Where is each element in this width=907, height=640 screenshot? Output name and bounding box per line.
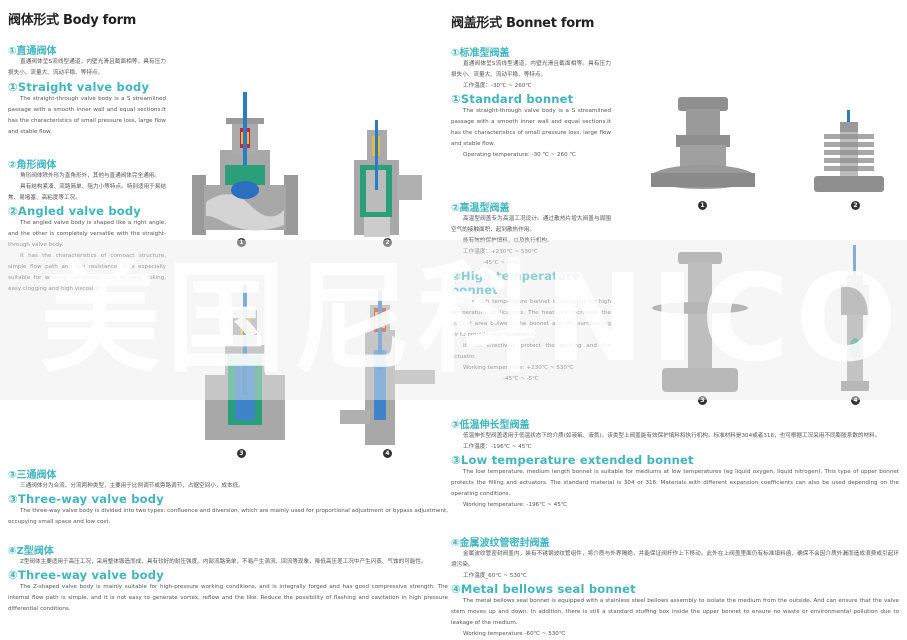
section-text-cn: 具有结构紧凑、流路简单、阻力小等特点。特别适用于易结焦、易堵塞、高粘度等工况。 bbox=[8, 184, 166, 201]
figure-number: 2 bbox=[851, 201, 860, 210]
section-heading-cn: ①直通阀体 bbox=[8, 46, 57, 57]
standard-bonnet-section: ①标准型阀盖 直通阀体呈S流线型通道，内壁光滑且截面相等。具有压力损失小、流量大… bbox=[451, 44, 611, 161]
section-text-cn: 角形阀体除外形为直角形外，其他与直通阀体完全通用。 bbox=[20, 173, 160, 179]
section-heading-en: ④Metal bellows seal bonnet bbox=[451, 582, 636, 596]
section-heading-cn: ②高温型阀盖 bbox=[451, 203, 510, 214]
high-temp-bonnet-figure bbox=[814, 110, 884, 192]
section-text-cn: 直通阀体呈S流线型通道，内壁光滑且截面相等。具有压力损失小、流量大、流动平稳、等… bbox=[451, 61, 611, 78]
section-heading-cn: ①标准型阀盖 bbox=[451, 48, 510, 59]
temperature-en: Operating temperature: -30 ℃ ~ 260 ℃ bbox=[463, 152, 576, 158]
metal-bellows-bonnet-figure bbox=[841, 245, 869, 391]
figure-number: 1 bbox=[698, 201, 707, 210]
figure-number: 4 bbox=[383, 449, 392, 458]
angled-valve-section: ②角形阀体 角形阀体除外形为直角形外，其他与直通阀体完全通用。 具有结构紧凑、流… bbox=[8, 156, 166, 295]
bonnet-form-title: 阀盖形式 Bonnet form bbox=[451, 16, 595, 31]
temperature-en: Working temperature -60℃ ~ 530℃ bbox=[463, 631, 566, 637]
straight-valve-section: ①直通阀体 直通阀体呈S流线型通道，内壁光滑且截面相等。具有压力损失小、流量大、… bbox=[8, 42, 166, 138]
section-text-en: The Z-shaped valve body is mainly suitab… bbox=[8, 584, 448, 612]
section-text-en: The low temperature, medium length bonne… bbox=[451, 469, 899, 497]
three-way-valve-section: ③三通阀体 三通阀体分为合流、分流两种类型，主要用于比例调节或旁路调节，占据空间… bbox=[8, 466, 448, 528]
section-heading-cn: ②角形阀体 bbox=[8, 160, 57, 171]
section-heading-en: ①Standard bonnet bbox=[451, 92, 574, 106]
section-heading-en: ②Angled valve body bbox=[8, 204, 141, 218]
figure-number: 1 bbox=[237, 238, 246, 247]
section-heading-cn: ③低温伸长型阀盖 bbox=[451, 420, 530, 431]
section-text-en: The angled valve body is shaped like a r… bbox=[8, 220, 166, 248]
figure-number: 3 bbox=[698, 396, 707, 405]
temperature-cn: -45℃ ~ -5℃ bbox=[483, 260, 519, 266]
figure-number: 2 bbox=[383, 238, 392, 247]
angled-valve-figure bbox=[354, 120, 422, 237]
section-heading-cn: ④金属波纹管密封阀盖 bbox=[451, 538, 550, 549]
temperature-en: Working temperature: +230℃ ~ 530℃ bbox=[463, 365, 574, 371]
section-text-en: The metal bellows seal bonnet is equippe… bbox=[451, 598, 899, 626]
temperature-cn: 工作温度：-30℃ ~ 260℃ bbox=[463, 83, 532, 89]
z-valve-figure bbox=[340, 290, 435, 445]
temperature-cn: 工作温度：+230℃ ~ 530℃ bbox=[463, 249, 538, 255]
low-temp-bonnet-figure bbox=[652, 252, 748, 392]
z-valve-section: ④Z型阀体 Z型阀体主要适用于高压工况，采用整体锻造而成，具有较好的耐压强度。内… bbox=[8, 542, 448, 615]
temperature-cn: 工作温度_60℃ ~ 530℃ bbox=[463, 573, 527, 579]
temperature-en: -45℃ ~ -5℃ bbox=[503, 376, 539, 382]
section-heading-cn: ④Z型阀体 bbox=[8, 546, 54, 557]
section-text-cn: 直通阀体呈S流线型通道，内壁光滑且截面相等。具有压力损失小、流量大、流动平稳、等… bbox=[8, 59, 166, 76]
section-text-cn: 三通阀体分为合流、分流两种类型，主要用于比例调节或旁路调节，占据空间小，成本低。 bbox=[20, 483, 244, 489]
section-text-en: The straight-through valve body is a S s… bbox=[451, 108, 611, 147]
straight-valve-figure bbox=[192, 92, 298, 235]
section-text-en: This high temperature bonnet is designed… bbox=[451, 299, 611, 338]
figure-number: 4 bbox=[851, 396, 860, 405]
three-way-valve-figure bbox=[205, 285, 285, 440]
standard-bonnet-figure bbox=[651, 97, 755, 189]
body-form-title: 阀体形式 Body form bbox=[8, 13, 137, 28]
section-heading-en: ②High temperature bonnet bbox=[451, 269, 581, 297]
section-heading-en: ①Straight valve body bbox=[8, 80, 150, 94]
section-text-en: It can effectively protect the packing a… bbox=[451, 343, 611, 360]
section-heading-cn: ③三通阀体 bbox=[8, 470, 57, 481]
section-text-cn: 高温型阀盖专为高温工况设计。通过散热片增大阀盖与周围空气的接触面积，起到散热作用… bbox=[451, 216, 611, 233]
section-heading-en: ④Three-way valve body bbox=[8, 568, 164, 582]
section-text-cn: 能有效的保护填料，以及执行机构。 bbox=[463, 238, 553, 244]
low-temp-bonnet-section: ③低温伸长型阀盖 低温伸长型阀盖适用于低温状态下的介质(如液氧、液氮)。该类型上… bbox=[451, 416, 899, 511]
temperature-en: Working temperature: -196℃ ~ 45℃ bbox=[463, 502, 568, 508]
section-text-cn: 金属波纹管密封阀盖内，装有不锈钢波纹管组件，将介质与外界隔绝，并能保证阀杆作上下… bbox=[451, 551, 899, 568]
section-heading-en: ③Low temperature extended bonnet bbox=[451, 453, 694, 467]
metal-bellows-bonnet-section: ④金属波纹管密封阀盖 金属波纹管密封阀盖内，装有不锈钢波纹管组件，将介质与外界隔… bbox=[451, 534, 899, 640]
temperature-cn: 工作温度：-196℃ ~ 45℃ bbox=[463, 444, 532, 450]
figure-number: 3 bbox=[237, 449, 246, 458]
section-heading-en: ③Three-way valve body bbox=[8, 492, 164, 506]
high-temp-bonnet-section: ②高温型阀盖 高温型阀盖专为高温工况设计。通过散热片增大阀盖与周围空气的接触面积… bbox=[451, 199, 611, 385]
section-text-cn: 低温伸长型阀盖适用于低温状态下的介质(如液氧、液氮)。该类型上阀盖能有效保护填料… bbox=[463, 433, 881, 439]
section-text-en: It has the characteristics of compact st… bbox=[8, 253, 166, 292]
section-text-en: The straight-through valve body is a S s… bbox=[8, 96, 166, 135]
section-text-en: The three-way valve body is divided into… bbox=[8, 508, 448, 525]
section-text-cn: Z型阀体主要适用于高压工况，采用整体锻造而成，具有较好的耐压强度。内部流路简单，… bbox=[20, 559, 427, 565]
